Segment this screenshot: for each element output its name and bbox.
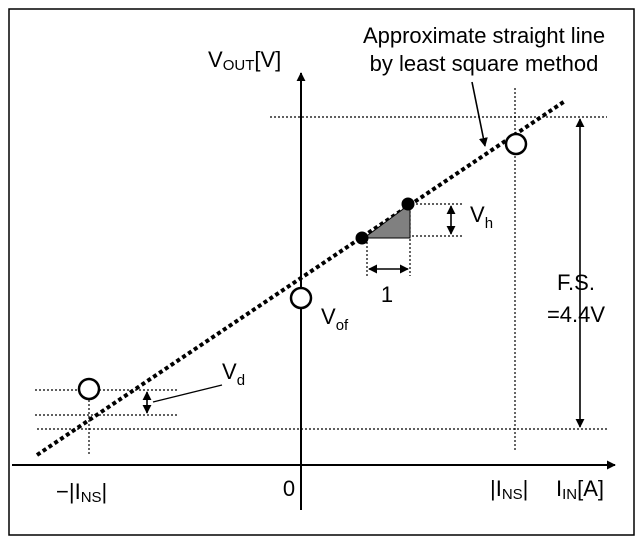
measurement-point-low xyxy=(77,377,101,401)
one-label: 1 xyxy=(381,282,393,307)
x-axis-label: IIN[A] xyxy=(556,476,604,503)
pos-ins-label: |INS| xyxy=(490,476,528,503)
fs-label-line-1: F.S. xyxy=(557,270,595,295)
fs-label-line-2: =4.4V xyxy=(547,302,605,327)
origin-label: 0 xyxy=(283,476,295,501)
vh-label: Vh xyxy=(470,202,493,232)
dimension-arrows xyxy=(142,81,585,428)
measurement-point-high xyxy=(504,132,528,156)
slope-point-upper xyxy=(401,197,415,211)
vof-label: Vof xyxy=(321,304,349,334)
vd-label: Vd xyxy=(222,359,245,389)
title-pointer xyxy=(471,81,488,147)
title-line-2: by least square method xyxy=(370,51,599,76)
frame xyxy=(8,8,635,536)
slope-triangle xyxy=(362,203,411,239)
measurement-point-zero xyxy=(289,286,313,310)
title-line-1: Approximate straight line xyxy=(363,23,605,48)
neg-ins-label: −|INS| xyxy=(56,479,107,506)
slope-point-lower xyxy=(355,231,369,245)
y-axis-label: VOUT[V] xyxy=(208,47,281,74)
least-square-line xyxy=(35,99,567,457)
vd-leader xyxy=(152,384,223,403)
